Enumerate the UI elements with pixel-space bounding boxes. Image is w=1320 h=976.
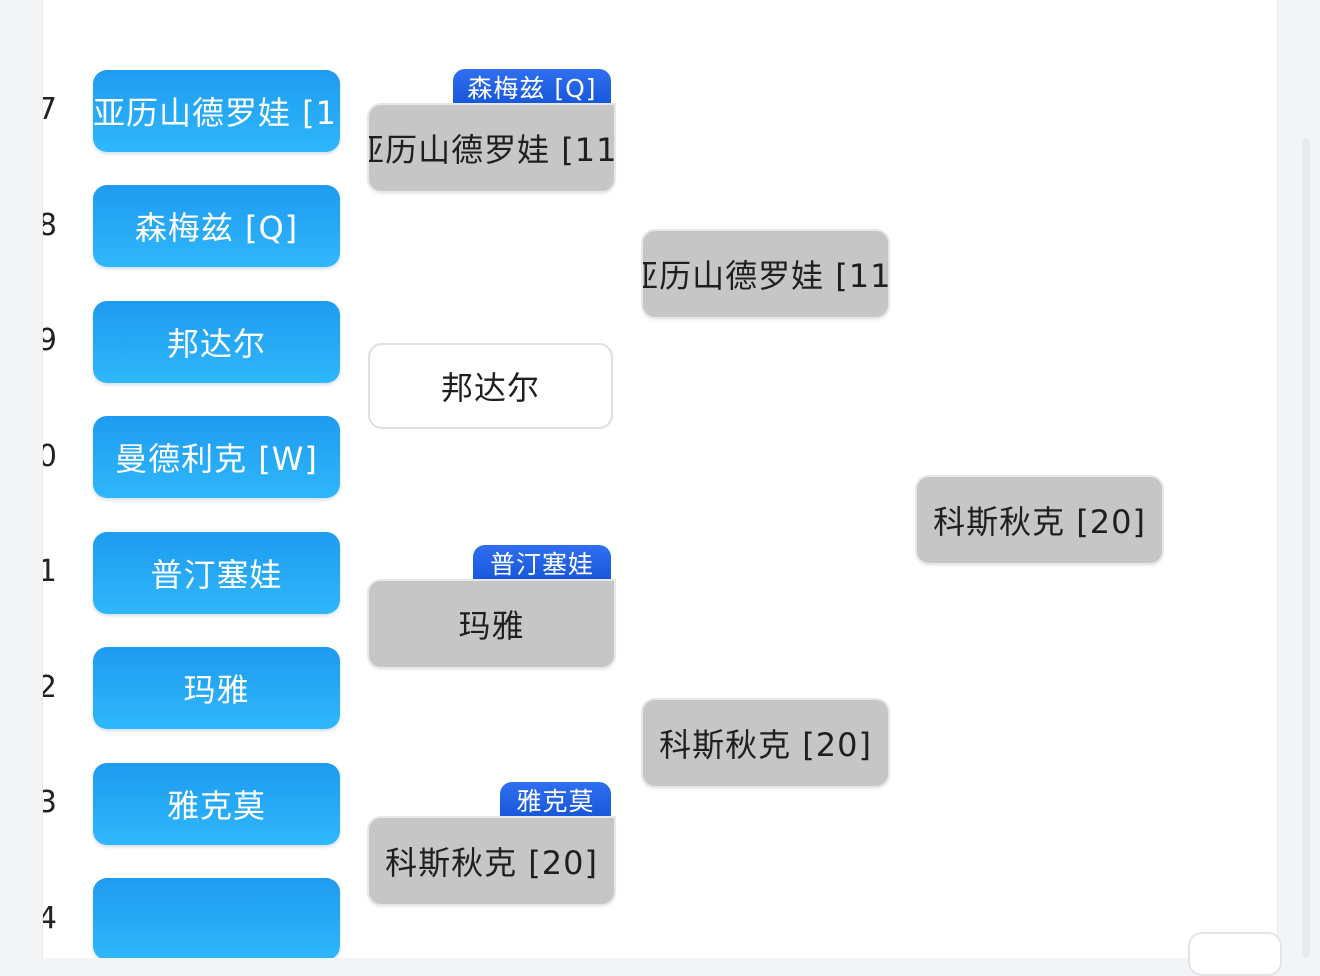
player-name: 邦达尔	[440, 369, 540, 407]
winner-name: 玛雅	[458, 607, 525, 645]
opponent-tag: 森梅兹 [Q]	[453, 69, 611, 105]
round2-winner-box[interactable]: 科斯秋克 [20]	[369, 818, 614, 904]
round2-pending-box[interactable]: 邦达尔	[368, 343, 613, 429]
seed-number: 0	[43, 439, 57, 474]
seed-number: 9	[43, 323, 57, 358]
seed-number: 1	[43, 554, 57, 589]
seed-number: 3	[43, 785, 57, 820]
seed-number: 7	[43, 92, 57, 127]
floating-button[interactable]	[1188, 932, 1282, 976]
round1-player-button[interactable]: 玛雅	[93, 647, 340, 729]
winner-name: 科斯秋克 [20]	[385, 844, 598, 882]
round3-winner-box[interactable]: 亚历山德罗娃 [11]	[643, 231, 888, 317]
round2-winner-box[interactable]: 亚历山德罗娃 [11]	[369, 105, 614, 191]
player-name: 亚历山德罗娃 [11	[93, 94, 340, 132]
seed-number: 8	[43, 208, 57, 243]
round1-player-button[interactable]	[93, 878, 340, 958]
player-name: 曼德利克 [W]	[115, 440, 318, 478]
winner-name: 科斯秋克 [20]	[933, 503, 1146, 541]
round1-player-button[interactable]: 森梅兹 [Q]	[93, 185, 340, 267]
round3-winner-box[interactable]: 科斯秋克 [20]	[643, 700, 888, 786]
player-name: 玛雅	[183, 671, 250, 709]
winner-name: 亚历山德罗娃 [11]	[643, 257, 888, 295]
round1-player-button[interactable]: 雅克莫	[93, 763, 340, 845]
player-name: 森梅兹 [Q]	[134, 209, 299, 247]
vertical-scrollbar[interactable]	[1302, 138, 1310, 958]
round4-winner-box[interactable]: 科斯秋克 [20]	[917, 477, 1162, 563]
round1-player-button[interactable]: 亚历山德罗娃 [11	[93, 70, 340, 152]
bracket-panel: 7 8 9 0 1 2 3 4 亚历山德罗娃 [11 森梅兹 [Q] 邦达尔 曼…	[42, 0, 1278, 958]
seed-number: 4	[43, 901, 57, 936]
player-name: 雅克莫	[166, 787, 266, 825]
round1-player-button[interactable]: 普汀塞娃	[93, 532, 340, 614]
seed-number: 2	[43, 670, 57, 705]
round1-player-button[interactable]: 曼德利克 [W]	[93, 416, 340, 498]
opponent-tag: 雅克莫	[500, 782, 611, 818]
winner-name: 亚历山德罗娃 [11]	[369, 131, 614, 169]
round1-player-button[interactable]: 邦达尔	[93, 301, 340, 383]
winner-name: 科斯秋克 [20]	[659, 726, 872, 764]
round2-winner-box[interactable]: 玛雅	[369, 581, 614, 667]
player-name: 普汀塞娃	[150, 556, 283, 594]
opponent-tag: 普汀塞娃	[473, 545, 611, 581]
player-name: 邦达尔	[166, 325, 266, 363]
